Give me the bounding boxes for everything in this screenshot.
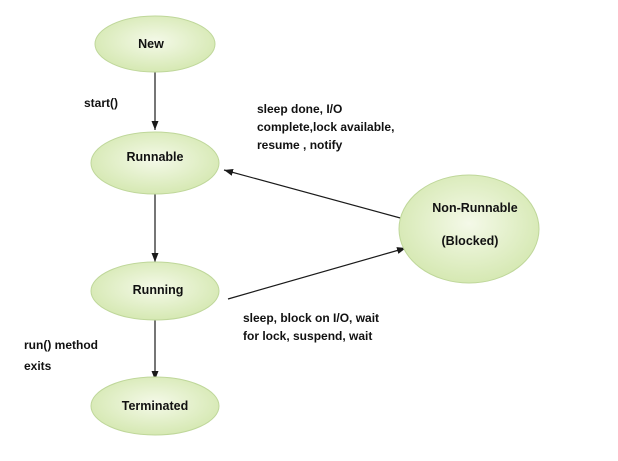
state-terminated: Terminated bbox=[90, 376, 220, 436]
state-new-shape bbox=[94, 15, 216, 73]
label-exit-line-1: run() method bbox=[24, 338, 98, 352]
state-running-shape bbox=[90, 261, 220, 321]
transition-labels: start() sleep done, I/O complete,lock av… bbox=[24, 96, 394, 373]
label-resume-line-2: complete,lock available, bbox=[257, 120, 394, 134]
state-running-label: Running bbox=[133, 283, 184, 297]
state-terminated-shape bbox=[90, 376, 220, 436]
state-running: Running bbox=[90, 261, 220, 321]
label-resume-line-3: resume , notify bbox=[257, 138, 343, 152]
state-runnable-label: Runnable bbox=[127, 150, 184, 164]
label-block-line-2: for lock, suspend, wait bbox=[243, 329, 372, 343]
label-start: start() bbox=[84, 96, 118, 110]
transition-arrows bbox=[151, 72, 407, 380]
state-non-runnable-label: Non-Runnable bbox=[432, 201, 517, 215]
label-block-line-1: sleep, block on I/O, wait bbox=[243, 311, 379, 325]
state-new: New bbox=[94, 15, 216, 73]
state-runnable-shape bbox=[90, 131, 220, 195]
arrow-non-runnable-to-runnable bbox=[223, 168, 405, 220]
state-terminated-label: Terminated bbox=[122, 399, 188, 413]
label-resume-line-1: sleep done, I/O bbox=[257, 102, 342, 116]
state-non-runnable-sublabel: (Blocked) bbox=[442, 234, 499, 248]
state-non-runnable-shape bbox=[398, 174, 540, 284]
state-new-label: New bbox=[138, 37, 164, 51]
arrow-running-to-non-runnable bbox=[227, 247, 407, 300]
label-exit-line-2: exits bbox=[24, 359, 52, 373]
state-runnable: Runnable bbox=[90, 131, 220, 195]
state-non-runnable: Non-Runnable (Blocked) bbox=[398, 174, 540, 284]
